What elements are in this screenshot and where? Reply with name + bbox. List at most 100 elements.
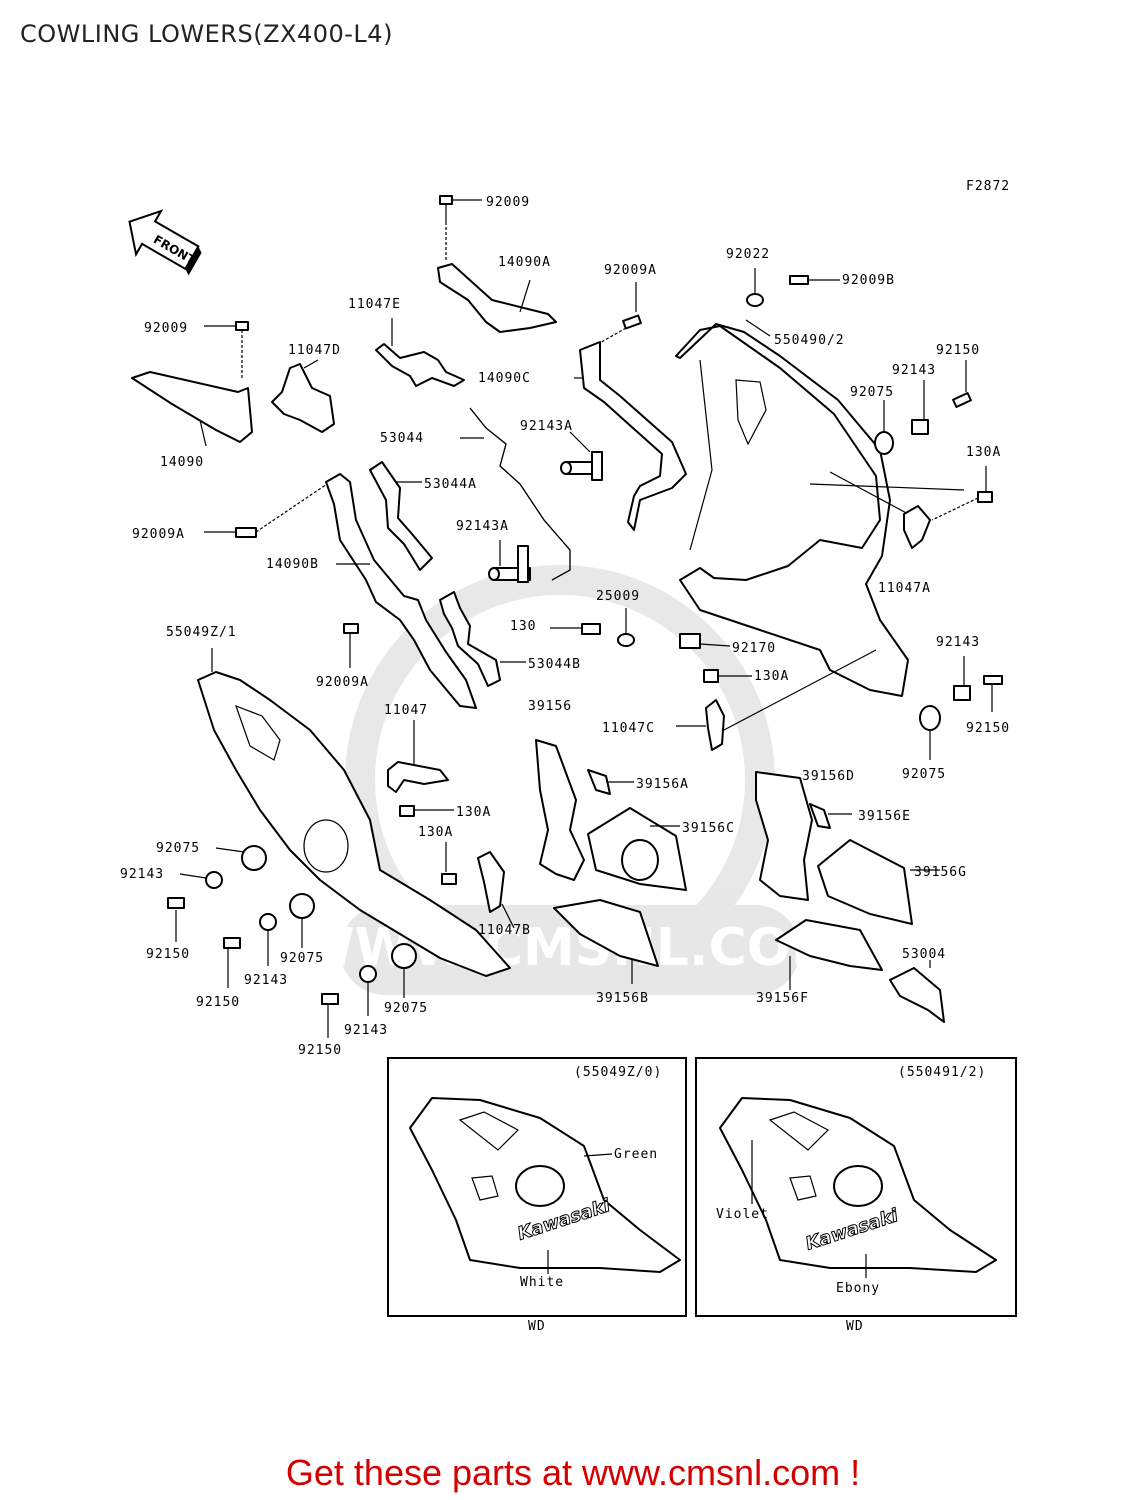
grommet-set-right-top bbox=[874, 360, 972, 455]
inset-right-region: WD bbox=[846, 1319, 864, 1334]
inset-left-color-b: White bbox=[520, 1275, 564, 1290]
label-25009: 25009 bbox=[596, 589, 640, 604]
cowling-55049Z bbox=[197, 671, 511, 977]
label-92143: 92143 bbox=[120, 867, 164, 882]
label-92075: 92075 bbox=[280, 951, 324, 966]
label-92143: 92143 bbox=[244, 973, 288, 988]
label-92150: 92150 bbox=[936, 343, 980, 358]
label-550490: 550490/2 bbox=[774, 333, 845, 348]
page-title: COWLING LOWERS(ZX400-L4) bbox=[20, 20, 393, 48]
watermark-text: WWW.CMSNL.COM bbox=[297, 918, 842, 978]
label-92009B: 92009B bbox=[842, 273, 895, 288]
bracket-11047C bbox=[676, 699, 725, 751]
panel-39156 bbox=[535, 739, 585, 881]
collar-25009 bbox=[617, 608, 635, 647]
bracket-14090 bbox=[131, 371, 253, 443]
label-130A: 130A bbox=[966, 445, 1001, 460]
collar-92143A-2 bbox=[488, 540, 531, 583]
label-14090B: 14090B bbox=[266, 557, 319, 572]
front-arrow-icon: FRONT bbox=[128, 209, 202, 276]
label-130: 130 bbox=[510, 619, 536, 634]
bolt-130A-mid bbox=[703, 669, 752, 683]
label-92150: 92150 bbox=[146, 947, 190, 962]
bracket-14090C bbox=[579, 341, 687, 531]
panel-39156F bbox=[775, 919, 883, 971]
label-39156D: 39156D bbox=[802, 769, 855, 784]
panel-39156A bbox=[587, 769, 611, 795]
grommet-set-left-3 bbox=[321, 943, 417, 1038]
bracket-11047D bbox=[271, 363, 335, 433]
label-39156A: 39156A bbox=[636, 777, 689, 792]
parts-diagram: WWW.CMSNL.COM F2872 FRONT bbox=[120, 179, 1017, 1334]
label-55049Z: 55049Z/1 bbox=[166, 625, 237, 640]
label-92009A: 92009A bbox=[132, 527, 185, 542]
bolt-130A-left bbox=[399, 805, 454, 817]
label-53004: 53004 bbox=[902, 947, 946, 962]
label-39156E: 39156E bbox=[858, 809, 911, 824]
trim-53044B bbox=[439, 591, 501, 687]
label-92150: 92150 bbox=[298, 1043, 342, 1058]
bracket-14090B bbox=[325, 473, 477, 709]
bracket-14090A bbox=[437, 263, 557, 333]
label-92009A: 92009A bbox=[604, 263, 657, 278]
label-92075: 92075 bbox=[384, 1001, 428, 1016]
label-92075: 92075 bbox=[850, 385, 894, 400]
label-39156B: 39156B bbox=[596, 991, 649, 1006]
grommet-set-left-2 bbox=[223, 893, 315, 988]
bolt-92009A-mid bbox=[204, 481, 331, 538]
inset-left-color-a: Green bbox=[614, 1147, 658, 1162]
inset-right-code: (550491/2) bbox=[898, 1065, 986, 1080]
figure-code: F2872 bbox=[966, 179, 1010, 194]
label-11047C: 11047C bbox=[602, 721, 655, 736]
collar-92022 bbox=[746, 268, 764, 307]
label-92022: 92022 bbox=[726, 247, 770, 262]
label-92143A: 92143A bbox=[520, 419, 573, 434]
inset-left-code: (55049Z/0) bbox=[574, 1065, 662, 1080]
grommet-set-left-1 bbox=[167, 845, 267, 942]
label-11047E: 11047E bbox=[348, 297, 401, 312]
bracket-11047A bbox=[903, 466, 993, 549]
label-130A: 130A bbox=[418, 825, 453, 840]
label-130A: 130A bbox=[456, 805, 491, 820]
label-92170: 92170 bbox=[732, 641, 776, 656]
clip-92170 bbox=[679, 633, 731, 649]
label-39156: 39156 bbox=[528, 699, 572, 714]
label-92009: 92009 bbox=[144, 321, 188, 336]
label-14090A: 14090A bbox=[498, 255, 551, 270]
label-92143: 92143 bbox=[936, 635, 980, 650]
label-11047: 11047 bbox=[384, 703, 428, 718]
label-39156F: 39156F bbox=[756, 991, 809, 1006]
bolt-92009B bbox=[789, 275, 840, 285]
label-39156C: 39156C bbox=[682, 821, 735, 836]
label-92075: 92075 bbox=[902, 767, 946, 782]
trim-53044A bbox=[369, 461, 433, 571]
footer-link[interactable]: Get these parts at www.cmsnl.com ! bbox=[285, 1452, 861, 1493]
panel-39156D bbox=[755, 771, 813, 901]
label-14090: 14090 bbox=[160, 455, 204, 470]
label-92143A: 92143A bbox=[456, 519, 509, 534]
panel-39156G bbox=[817, 839, 913, 925]
label-92143: 92143 bbox=[344, 1023, 388, 1038]
inset-left-region: WD bbox=[528, 1319, 546, 1334]
label-92009A: 92009A bbox=[316, 675, 369, 690]
inset-left: (55049Z/0) Kawasaki Green White WD bbox=[387, 1057, 687, 1334]
cowling-550490 bbox=[675, 323, 909, 697]
bolt-130 bbox=[550, 623, 601, 635]
bolt-92009A-low bbox=[343, 623, 359, 668]
label-130A: 130A bbox=[754, 669, 789, 684]
inset-right-color-b: Ebony bbox=[836, 1281, 880, 1296]
label-92009: 92009 bbox=[486, 195, 530, 210]
panel-39156E bbox=[809, 803, 831, 829]
label-53044A: 53044A bbox=[424, 477, 477, 492]
panel-53004 bbox=[889, 967, 945, 1023]
bolt-92009-left bbox=[204, 321, 249, 378]
bolt-92009A-top bbox=[622, 282, 642, 330]
label-11047A: 11047A bbox=[878, 581, 931, 596]
label-53044: 53044 bbox=[380, 431, 424, 446]
bracket-11047 bbox=[387, 720, 449, 793]
panel-39156B bbox=[553, 899, 659, 967]
collar-92143A-1 bbox=[560, 431, 603, 481]
label-92150: 92150 bbox=[196, 995, 240, 1010]
label-11047B: 11047B bbox=[478, 923, 531, 938]
bracket-11047B bbox=[441, 842, 515, 929]
